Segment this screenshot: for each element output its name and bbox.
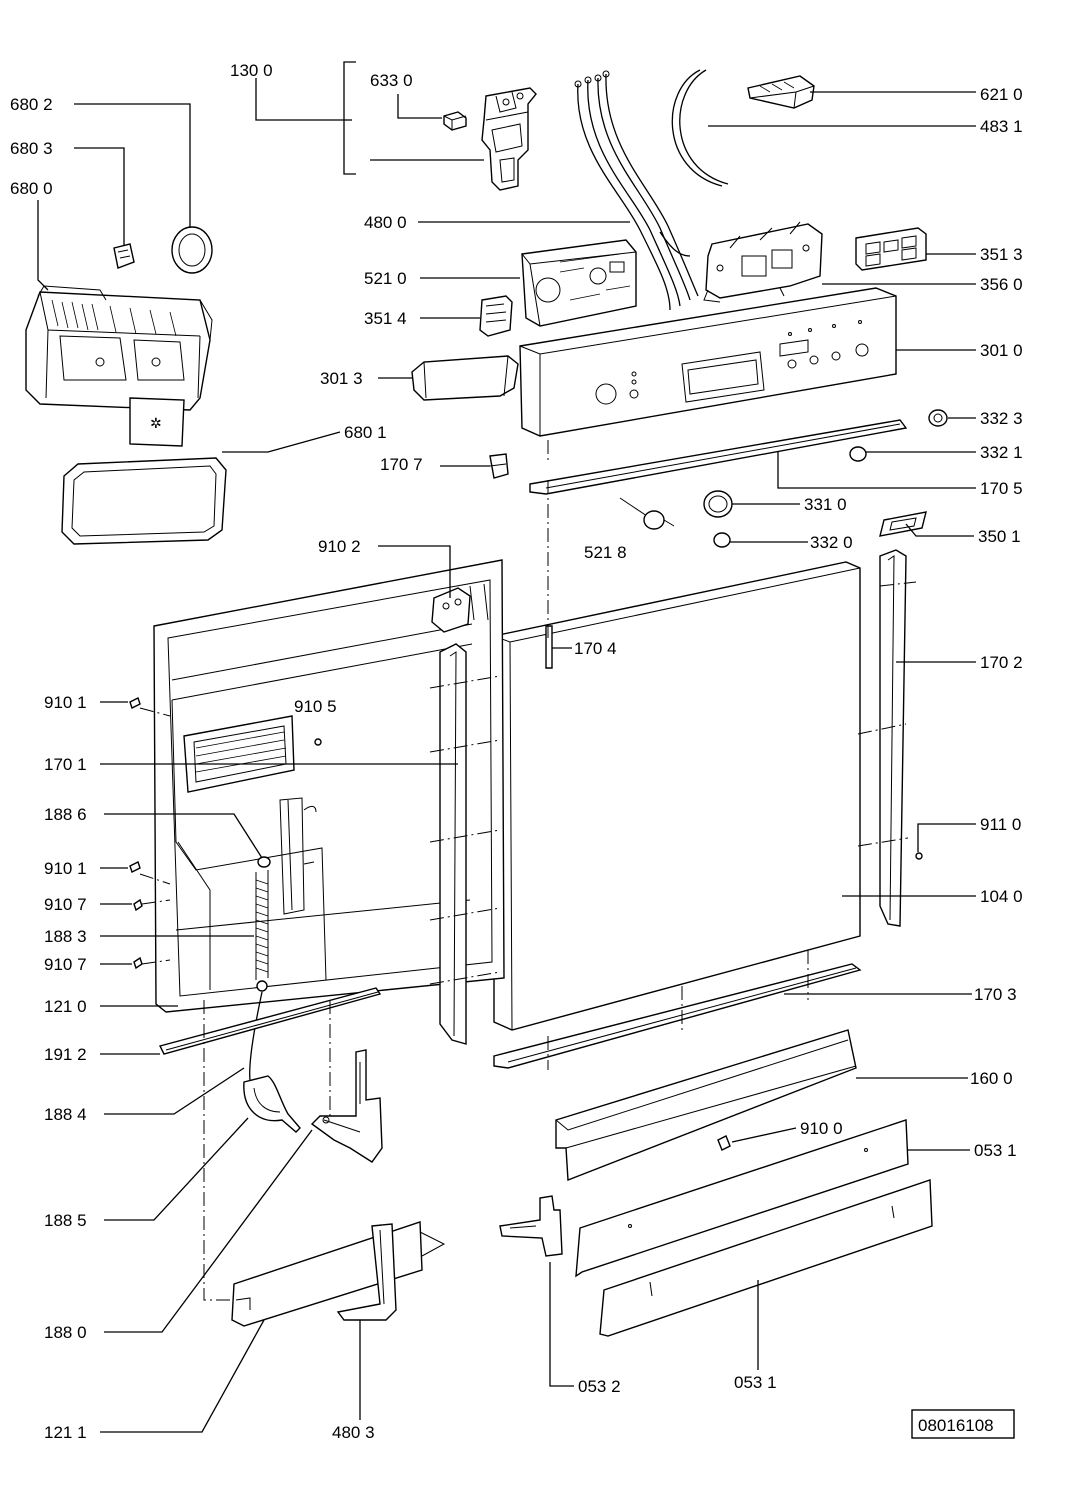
- part-680-0-dispenser: ✲: [25, 285, 213, 447]
- part-188-spring-assembly: [243, 856, 301, 1133]
- label-910-1-b: 910 1: [44, 859, 87, 878]
- part-332-0: [713, 532, 731, 548]
- leader-lines: [37, 61, 976, 1433]
- part-170-2-side-trim: [879, 549, 907, 927]
- part-121-1-bar: [231, 1221, 446, 1327]
- part-480-3-clamp: [336, 1223, 397, 1321]
- part-633-0: [443, 111, 467, 131]
- label-160-0: 160 0: [970, 1069, 1013, 1088]
- part-910-2-hinge: [431, 587, 471, 633]
- part-680-3: [113, 243, 135, 269]
- screws-910: [129, 697, 322, 970]
- label-680-0: 680 0: [10, 179, 53, 198]
- part-351-3: [855, 227, 927, 271]
- label-521-8: 521 8: [584, 543, 627, 562]
- part-483-1-cable: [671, 69, 729, 187]
- part-labels: 130 0 633 0 680 2 680 3 680 0 680 1 621 …: [10, 61, 1023, 1442]
- label-121-0: 121 0: [44, 997, 87, 1016]
- label-483-1: 483 1: [980, 117, 1023, 136]
- part-621-0: [747, 75, 815, 109]
- part-680-2-ring: [171, 226, 213, 274]
- drawing-number: 08016108: [918, 1416, 994, 1435]
- label-188-4: 188 4: [44, 1105, 87, 1124]
- part-480-0-harness: [574, 70, 699, 311]
- label-351-4: 351 4: [364, 309, 407, 328]
- part-351-4: [479, 295, 513, 337]
- label-521-0: 521 0: [364, 269, 407, 288]
- label-301-3: 301 3: [320, 369, 363, 388]
- label-332-3: 332 3: [980, 409, 1023, 428]
- label-680-3: 680 3: [10, 139, 53, 158]
- label-188-5: 188 5: [44, 1211, 87, 1230]
- label-188-3: 188 3: [44, 927, 87, 946]
- part-910-0-screw: [717, 1135, 731, 1151]
- svg-text:✲: ✲: [150, 415, 162, 431]
- label-170-3: 170 3: [974, 985, 1017, 1004]
- label-191-2: 191 2: [44, 1045, 87, 1064]
- label-332-0: 332 0: [810, 533, 853, 552]
- label-170-2: 170 2: [980, 653, 1023, 672]
- label-356-0: 356 0: [980, 275, 1023, 294]
- part-521-0-module: [521, 239, 637, 327]
- label-480-3: 480 3: [332, 1423, 375, 1442]
- label-351-3: 351 3: [980, 245, 1023, 264]
- part-170-4: [545, 625, 553, 669]
- part-301-0-control-panel: [519, 287, 897, 437]
- part-356-0: [703, 221, 823, 303]
- label-104-0: 104 0: [980, 887, 1023, 906]
- part-188-0-bracket: [310, 1049, 383, 1163]
- label-910-2: 910 2: [318, 537, 361, 556]
- label-621-0: 621 0: [980, 85, 1023, 104]
- label-188-0: 188 0: [44, 1323, 87, 1342]
- label-910-0: 910 0: [800, 1119, 843, 1138]
- part-053-1-upper-panel: [575, 1119, 909, 1278]
- label-121-1: 121 1: [44, 1423, 87, 1442]
- label-680-1: 680 1: [344, 423, 387, 442]
- part-350-1: [879, 511, 927, 537]
- part-160-0-plate: [555, 1029, 857, 1181]
- assembly-lines: [139, 440, 917, 1301]
- label-910-5: 910 5: [294, 697, 337, 716]
- label-680-2: 680 2: [10, 95, 53, 114]
- label-910-7-a: 910 7: [44, 895, 87, 914]
- part-170-5-trim: [529, 419, 908, 495]
- label-053-1-b: 053 1: [734, 1373, 777, 1392]
- part-332-1: [849, 446, 867, 462]
- part-121-0-inner-door: [153, 559, 505, 1013]
- part-911-0: [915, 852, 923, 860]
- label-911-0: 911 0: [980, 815, 1021, 834]
- label-350-1: 350 1: [978, 527, 1021, 546]
- part-170-1-side-trim: [439, 643, 467, 1045]
- label-170-4: 170 4: [574, 639, 617, 658]
- drawing-number-box: 08016108: [911, 1409, 1015, 1439]
- label-332-1: 332 1: [980, 443, 1023, 462]
- label-188-6: 188 6: [44, 805, 87, 824]
- label-170-1: 170 1: [44, 755, 87, 774]
- part-332-3: [928, 409, 948, 427]
- label-301-0: 301 0: [980, 341, 1023, 360]
- label-331-0: 331 0: [804, 495, 847, 514]
- label-053-1-a: 053 1: [974, 1141, 1017, 1160]
- part-053-1-lower-panel: [599, 1179, 933, 1337]
- label-053-2: 053 2: [578, 1377, 621, 1396]
- label-170-7: 170 7: [380, 455, 423, 474]
- label-480-0: 480 0: [364, 213, 407, 232]
- label-633-0: 633 0: [370, 71, 413, 90]
- part-680-1-gasket: [61, 457, 227, 545]
- label-130-0: 130 0: [230, 61, 273, 80]
- label-910-1-a: 910 1: [44, 693, 87, 712]
- label-170-5: 170 5: [980, 479, 1023, 498]
- part-053-2-bracket: [499, 1195, 563, 1257]
- part-301-3-handle: [411, 355, 519, 401]
- part-170-7: [489, 453, 509, 479]
- label-910-7-b: 910 7: [44, 955, 87, 974]
- part-130-0-door-lock: [481, 87, 537, 191]
- part-191-2-rail: [158, 987, 382, 1055]
- part-104-0-door-panel: [493, 561, 861, 1031]
- part-331-0: [703, 490, 733, 518]
- part-521-8: [619, 497, 675, 530]
